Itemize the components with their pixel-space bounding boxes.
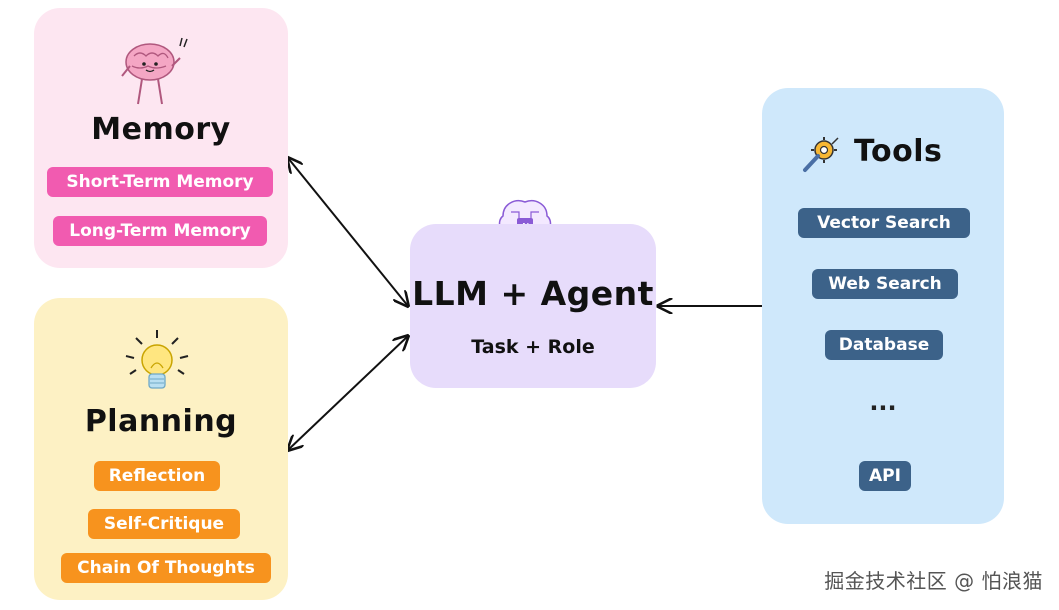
agent-box: LLM + Agent Task + Role [410,224,656,388]
tools-title: Tools [854,134,943,169]
planning-box: Planning Reflection Self-Critique Chain … [34,298,288,600]
vector-search-pill: Vector Search [798,208,970,238]
tools-ellipsis: ... [869,388,897,416]
agent-title: LLM + Agent [412,274,654,313]
planning-agent-arrow [288,336,408,450]
memory-agent-arrow [288,158,408,306]
long-term-memory-pill: Long-Term Memory [53,216,267,246]
chain-of-thoughts-pill: Chain Of Thoughts [61,553,271,583]
memory-title: Memory [91,112,231,147]
lightbulb-icon [125,330,189,389]
watermark: 掘金技术社区 @ 怕浪猫 [824,569,1043,593]
self-critique-pill: Self-Critique [88,509,240,539]
planning-title: Planning [84,404,238,439]
gear-wrench-icon [803,137,839,172]
tools-box: Tools Vector Search Web Search Database … [762,88,1004,524]
reflection-pill: Reflection [94,461,220,491]
memory-box: Memory Short-Term Memory Long-Term Memor… [34,8,288,268]
database-pill: Database [825,330,943,360]
agent-subtitle: Task + Role [471,336,595,358]
web-search-pill: Web Search [812,269,958,299]
api-pill: API [859,461,911,491]
short-term-memory-pill: Short-Term Memory [47,167,273,197]
brain-icon [121,37,188,105]
